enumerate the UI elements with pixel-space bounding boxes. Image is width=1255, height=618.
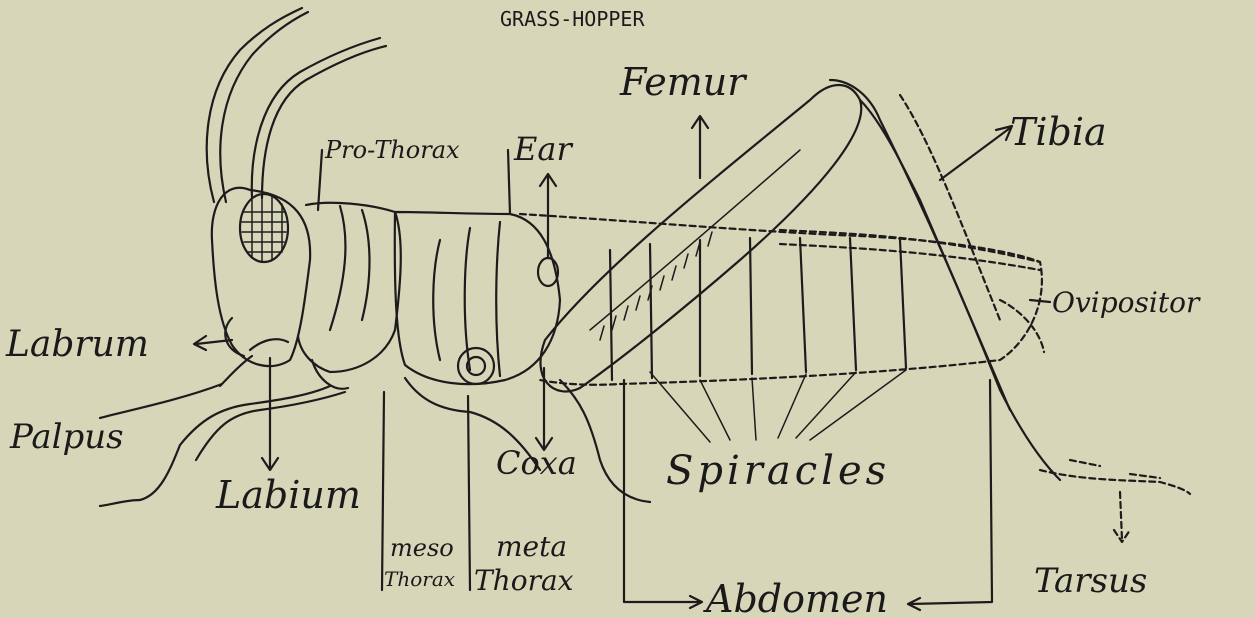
diagram-title: GRASS-HOPPER bbox=[500, 7, 645, 31]
label-femur: Femur bbox=[619, 60, 748, 104]
antennae bbox=[207, 8, 386, 202]
prothorax bbox=[298, 203, 401, 389]
label-group-palpus: Palpus bbox=[9, 384, 222, 457]
label-labium: Labium bbox=[215, 473, 361, 517]
label-group-femur: Femur bbox=[619, 60, 748, 178]
label-meso: meso bbox=[390, 534, 454, 562]
label-group-meta-thorax: meta Thorax bbox=[468, 396, 574, 597]
label-group-labium: Labium bbox=[215, 358, 361, 517]
label-group-ovipositor: Ovipositor bbox=[1030, 286, 1201, 319]
label-spiracles: Spiracles bbox=[666, 448, 890, 494]
label-group-abdomen: Abdomen bbox=[624, 380, 992, 618]
coxa-disc bbox=[458, 348, 494, 384]
label-coxa: Coxa bbox=[496, 444, 577, 482]
head bbox=[212, 188, 310, 386]
label-group-tarsus: Tarsus bbox=[1034, 492, 1147, 601]
label-group-spiracles: Spiracles bbox=[650, 370, 906, 494]
label-group-labrum: Labrum bbox=[5, 324, 232, 365]
label-tarsus: Tarsus bbox=[1034, 561, 1147, 601]
abdomen-body bbox=[520, 214, 1044, 385]
label-meso-thorax: Thorax bbox=[384, 567, 455, 591]
label-group-meso-thorax: meso Thorax bbox=[382, 392, 455, 591]
mesothorax-metathorax bbox=[395, 212, 560, 384]
label-tibia: Tibia bbox=[1010, 110, 1107, 154]
label-pro-thorax: Pro-Thorax bbox=[324, 136, 460, 164]
label-abdomen: Abdomen bbox=[703, 577, 888, 618]
label-group-tibia: Tibia bbox=[940, 110, 1107, 180]
label-meta-thorax: Thorax bbox=[474, 564, 574, 597]
label-palpus: Palpus bbox=[9, 417, 124, 457]
label-labrum: Labrum bbox=[5, 324, 149, 365]
label-ovipositor: Ovipositor bbox=[1052, 286, 1201, 319]
label-meta: meta bbox=[496, 530, 567, 563]
label-ear: Ear bbox=[513, 130, 573, 168]
